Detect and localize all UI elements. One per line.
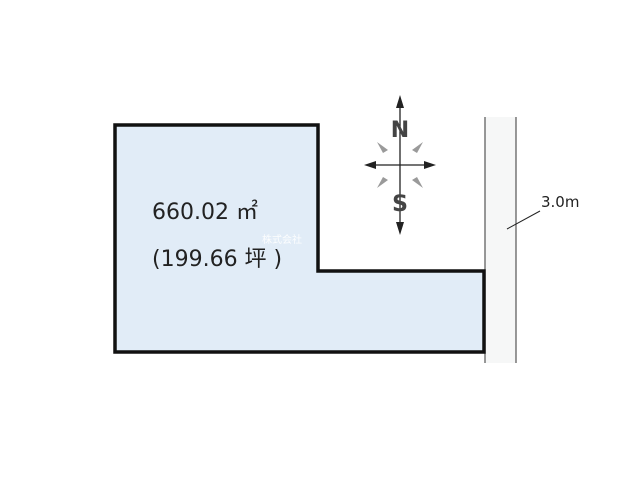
compass-rose-icon	[364, 95, 436, 235]
road-width-label: 3.0m	[541, 193, 579, 211]
road-width-leader	[506, 210, 541, 230]
watermark-text: 株式会社	[262, 233, 302, 246]
lot-outline	[113, 123, 486, 354]
compass-south-label: S	[392, 192, 408, 217]
lot-area-sqm: 660.02 ㎡	[152, 199, 258, 225]
road-strip	[485, 117, 516, 363]
compass-north-label: N	[391, 118, 409, 143]
lot-area-tsubo: (199.66 坪 )	[152, 247, 282, 272]
